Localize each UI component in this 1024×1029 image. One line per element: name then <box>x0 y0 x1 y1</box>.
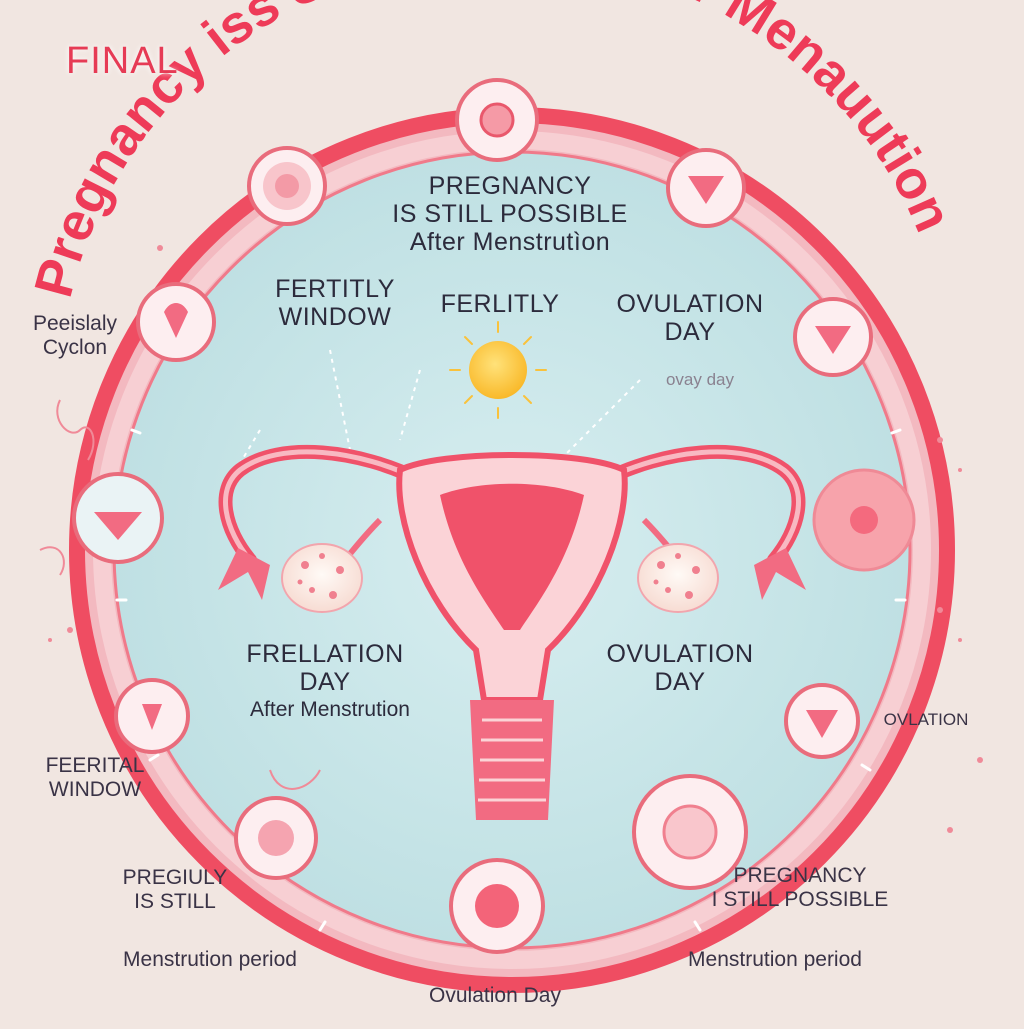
right-ovary <box>637 543 719 613</box>
ferertal-window-label: FEERITAL WINDOW <box>45 754 145 801</box>
badge-left-icon <box>136 282 216 362</box>
sun-icon <box>449 321 547 419</box>
pregnancy-still-possible-label: PREGNANCY I STILL POSSIBLE <box>711 864 889 911</box>
ovlation-label: OVLATION <box>883 710 969 729</box>
badge-bottom-left-icon <box>234 796 318 880</box>
uterus-illustration <box>218 444 806 820</box>
badge-bottom-right-icon <box>632 774 748 890</box>
menstruation-period-left-label: Menstrution period <box>123 948 297 971</box>
faded-day-label: ovay day <box>665 370 735 389</box>
cycle-badges <box>72 78 916 954</box>
peeislay-cyclon-label: Peeislaly Cyclon <box>32 312 118 359</box>
badge-upper-right-icon <box>666 148 746 228</box>
ring-ticks <box>115 428 907 932</box>
menstruation-period-right-label: Menstrution period <box>688 948 862 971</box>
ovulation-day-mid-label: OVULATION DAY <box>606 640 754 696</box>
badge-top-icon <box>455 78 539 162</box>
badge-lower-right-icon <box>784 683 860 759</box>
badge-mid-left-icon <box>72 472 164 564</box>
ovulation-day-top-label: OVULATION DAY <box>616 290 764 346</box>
center-caption: PREGNANCY IS STILL POSSIBLE After Menstr… <box>392 172 628 256</box>
badge-upper-left-icon <box>247 146 327 226</box>
badge-right-icon <box>793 297 873 377</box>
decor-dots <box>48 245 983 833</box>
frellation-day-label: FRELLATION DAY <box>246 640 404 696</box>
left-ovary <box>281 543 363 613</box>
fertility-window-label: FERTITLY WINDOW <box>275 275 395 331</box>
badge-mid-right-icon <box>812 468 916 572</box>
decor-sketch-left <box>39 399 321 790</box>
ovulation-day-bottom-label: Ovulation Day <box>429 984 561 1007</box>
pregiuly-still-label: PREGIULY IS STILL <box>122 866 228 913</box>
badge-bottom-icon <box>449 858 545 954</box>
ferlitly-label: FERLITLY <box>440 290 560 318</box>
final-label: FINAL <box>66 40 179 82</box>
after-menstruation-label: After Menstrution <box>250 698 410 721</box>
badge-lower-left-icon <box>114 678 190 754</box>
